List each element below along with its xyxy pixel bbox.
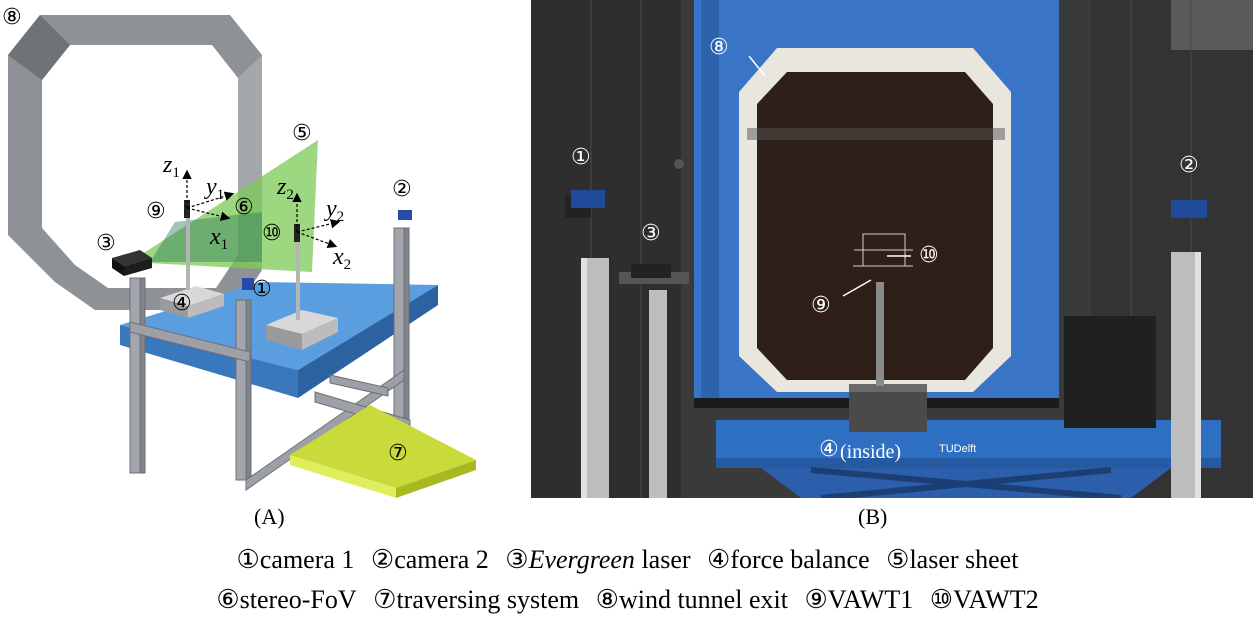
panel-label-a: (A) [254,504,285,529]
camera1-body [242,278,254,290]
photo-camera2 [1171,200,1207,218]
legend-item-camera2: ②camera 2 [370,545,489,574]
photo-marker-camera2: ② [1179,153,1199,178]
legend-line-2: ⑥stereo-FoV ⑦traversing system ⑧wind tun… [0,585,1255,615]
photo-marker-camera1: ① [571,145,591,170]
marker-exit: ⑧ [2,5,22,30]
axis-label-x2: x2 [332,244,351,273]
legend-item-force-balance: ④force balance [707,545,870,574]
legend-item-camera1: ①camera 1 [236,545,355,574]
photo-laser [631,264,671,278]
photo-cabinet [1064,316,1156,428]
camera2-body [398,210,412,220]
marker-laser: ③ [96,231,116,256]
photo-marker-vawt1: ⑨ [811,293,831,318]
axis-label-y1: y1 [204,174,224,203]
vawt1-rotor [184,200,190,218]
laser-box [112,250,152,276]
legend-item-wind-tunnel-exit: ⑧wind tunnel exit [595,585,788,614]
vawt2-rotor [294,224,300,242]
photo-marker-balance: ④ [819,437,839,462]
force-balance-block-1 [160,286,224,318]
photo-force-balance [849,384,927,432]
table-label: TUDelft [939,443,976,455]
arrow-vawt1 [842,279,872,297]
axis-label-x1: x1 [209,224,228,253]
photo-marker-vawt2: ⑩ [919,243,939,268]
marker-traverse: ⑦ [388,441,408,466]
legend-item-vawt2: ⑩VAWT2 [929,585,1039,614]
legend-item-laser: ③Evergreen laser [505,545,691,574]
coordinate-axes-1 [182,169,235,221]
photo-vawt-tower [876,282,884,386]
photo-setup: TUDelft ⑧ ① ② ③ ⑩ [531,0,1253,498]
wall-fixture [674,159,684,169]
force-balance-block-2 [266,310,338,350]
legend-item-stereo-fov: ⑥stereo-FoV [216,585,357,614]
marker-laser-sheet: ⑤ [292,121,312,146]
photo-vawt2-outline [853,233,913,267]
legend-item-traversing-system: ⑦traversing system [373,585,580,614]
photo-laser-stand [619,264,689,498]
legend-item-vawt1: ⑨VAWT1 [804,585,914,614]
marker-camera2: ② [392,177,412,202]
marker-balance: ④ [172,291,192,316]
photo-camera1 [571,190,605,208]
marker-vawt1: ⑨ [146,199,166,224]
axis-label-y2: y2 [324,196,344,225]
marker-camera1: ① [252,277,272,302]
laser-sheet [130,140,318,272]
stereo-fov-region [150,212,262,262]
schematic-setup: z1 y1 x1 z2 y2 x2 ⑧ ⑤ ② ⑨ ⑥ ⑩ ③ ④ ① ⑦ [2,5,476,498]
axis-label-z1: z1 [162,152,180,181]
panel-label-b: (B) [858,504,888,529]
axis-label-z2: z2 [276,174,294,203]
vawt1-tower [186,218,190,290]
legend-item-laser-sheet: ⑤laser sheet [886,545,1019,574]
traversing-system [290,405,476,498]
photo-marker-exit: ⑧ [709,35,729,60]
legend-line-1: ①camera 1 ②camera 2 ③Evergreen laser ④fo… [0,545,1255,575]
marker-vawt2: ⑩ [262,221,282,246]
photo-camera1-stand [565,190,609,498]
photo-camera2-stand [1171,200,1207,498]
photo-table [716,420,1221,498]
arrow-exit [748,55,766,77]
vawt2-tower [296,236,300,320]
photo-marker-laser: ③ [641,221,661,246]
coordinate-axes-2 [292,192,341,249]
marker-fov: ⑥ [234,195,254,220]
photo-balance-note: (inside) [840,441,901,463]
